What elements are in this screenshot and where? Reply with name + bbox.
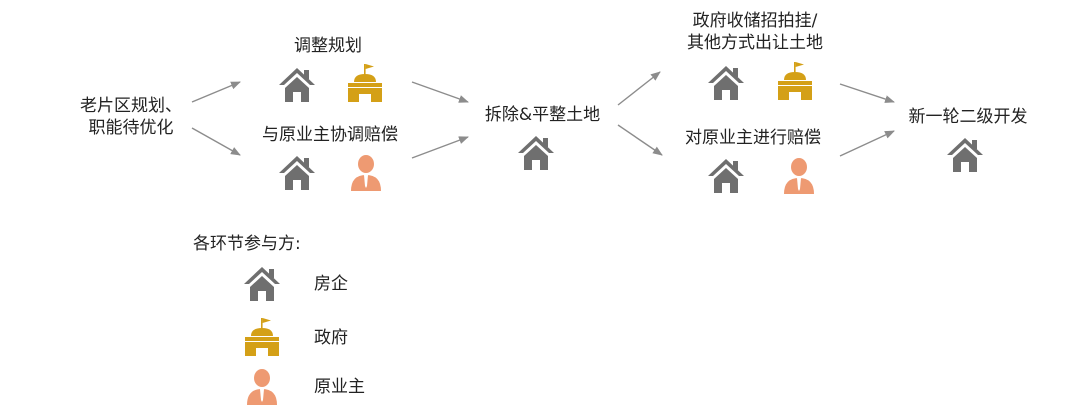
node-gov-sale-line1: 政府收储招拍挂/ bbox=[692, 11, 818, 31]
node-gov-sale: 政府收储招拍挂/ 其他方式出让土地 bbox=[670, 10, 840, 54]
house-icon bbox=[706, 63, 746, 103]
node-start: 老片区规划、 职能待优化 bbox=[70, 95, 192, 139]
legend-title: 各环节参与方: bbox=[193, 234, 301, 254]
house-icon bbox=[277, 153, 317, 193]
house-icon bbox=[516, 133, 556, 173]
legend-label-government: 政府 bbox=[314, 328, 348, 348]
arrow-demolish-to-compensate bbox=[617, 124, 663, 156]
arrow-adjust-plan-to-demolish bbox=[411, 81, 469, 103]
node-develop-label: 新一轮二级开发 bbox=[908, 107, 1028, 127]
legend-label-developer: 房企 bbox=[314, 274, 348, 294]
person-icon bbox=[242, 366, 282, 406]
node-compensate-label: 对原业主进行赔偿 bbox=[685, 128, 821, 148]
person-icon bbox=[779, 155, 819, 195]
government-building-icon bbox=[242, 317, 282, 357]
node-adjust-plan-label: 调整规划 bbox=[294, 36, 362, 56]
node-start-line2: 职能待优化 bbox=[88, 118, 174, 138]
arrow-start-to-negotiate bbox=[191, 127, 241, 156]
arrow-negotiate-to-demolish bbox=[411, 136, 469, 159]
node-negotiate-label: 与原业主协调赔偿 bbox=[262, 125, 398, 145]
person-icon bbox=[346, 152, 386, 192]
government-building-icon bbox=[775, 61, 815, 101]
legend-label-owner: 原业主 bbox=[314, 377, 365, 397]
house-icon bbox=[277, 65, 317, 105]
government-building-icon bbox=[345, 63, 385, 103]
arrow-start-to-adjust-plan bbox=[191, 81, 241, 103]
house-icon bbox=[242, 264, 282, 304]
arrow-demolish-to-gov-sale bbox=[617, 71, 661, 106]
node-start-line1: 老片区规划、 bbox=[80, 96, 182, 116]
node-demolish-label: 拆除&平整土地 bbox=[484, 105, 601, 125]
arrow-compensate-to-develop bbox=[839, 130, 895, 157]
house-icon bbox=[706, 156, 746, 196]
house-icon bbox=[945, 135, 985, 175]
arrow-gov-sale-to-develop bbox=[839, 83, 895, 103]
node-gov-sale-line2: 其他方式出让土地 bbox=[687, 33, 823, 53]
